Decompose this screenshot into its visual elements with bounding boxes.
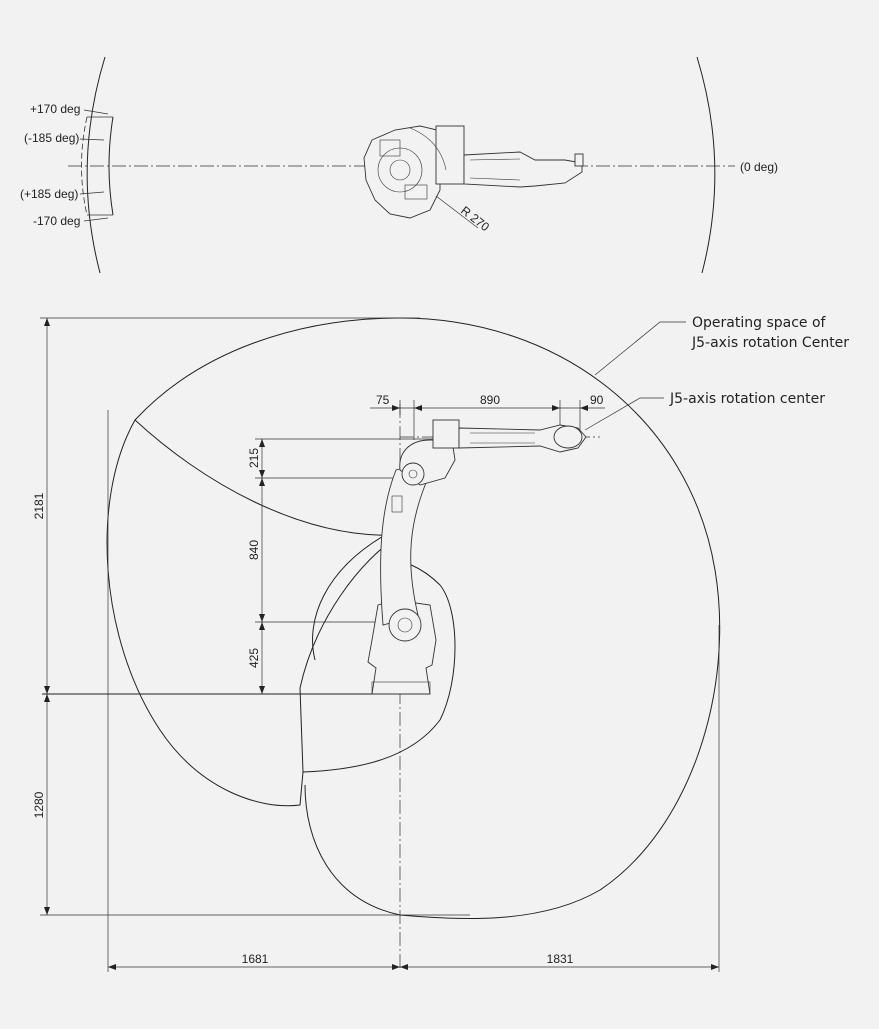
base-top <box>363 125 441 219</box>
angle-label-pos170: +170 deg <box>30 102 80 116</box>
angle-leader-2 <box>79 138 105 141</box>
lower-arm-detail <box>391 495 403 513</box>
dim-label-1831: 1831 <box>547 952 574 966</box>
reach-arc-right <box>696 56 716 274</box>
angle-leader-3 <box>79 191 105 195</box>
angle-label-neg185: (-185 deg) <box>24 131 79 145</box>
operating-space-label-1: Operating space of <box>692 315 827 331</box>
robot-top-view <box>363 125 584 219</box>
arm-top-detail-1 <box>469 158 521 161</box>
operating-envelope <box>106 317 721 920</box>
j3-joint <box>401 462 425 486</box>
side-view: Operating space of J5-axis rotation Cent… <box>32 315 849 972</box>
operating-space-label-2: J5-axis rotation Center <box>691 335 849 351</box>
radius-arc <box>409 127 447 171</box>
base-top-motor-2 <box>404 184 428 200</box>
base-top-hub-inner <box>389 159 411 181</box>
forearm <box>458 424 587 453</box>
j3-joint-inner <box>408 469 418 479</box>
dim-label-75: 75 <box>376 393 390 407</box>
operating-space-leader <box>594 321 686 376</box>
dim-label-90: 90 <box>590 393 604 407</box>
j5-center-leader <box>584 397 664 431</box>
dim-label-215: 215 <box>247 448 261 468</box>
j4-motor <box>432 419 460 449</box>
lower-arm <box>380 463 429 626</box>
angle-label-neg170: -170 deg <box>33 214 80 228</box>
top-view: +170 deg (-185 deg) (+185 deg) -170 deg … <box>20 56 778 274</box>
wrist-top <box>574 153 584 167</box>
operating-envelope-inner <box>134 317 401 421</box>
dim-label-2181: 2181 <box>32 492 46 519</box>
base-plate <box>371 681 431 695</box>
arrowheads <box>44 318 719 970</box>
j2-joint-inner <box>397 617 413 633</box>
angle-leader-4 <box>83 217 109 222</box>
dim-label-1280: 1280 <box>32 791 46 818</box>
radius-label: R 270 <box>458 203 492 234</box>
j2-joint <box>388 608 422 642</box>
angle-label-zero: (0 deg) <box>740 160 778 174</box>
angle-label-pos185: (+185 deg) <box>20 187 78 201</box>
j5-center-label: J5-axis rotation center <box>669 391 825 407</box>
robot-side-view <box>367 419 587 695</box>
dim-label-890: 890 <box>480 393 500 407</box>
base-top-motor <box>379 139 401 157</box>
wrist <box>553 425 583 449</box>
dim-label-840: 840 <box>247 540 261 560</box>
radius-leader <box>435 195 479 229</box>
angle-arc-dashed <box>81 116 88 216</box>
angle-leader-1 <box>83 109 109 115</box>
angle-arc-solid <box>108 116 114 216</box>
inner-reach-arc <box>312 534 386 661</box>
dim-label-1681: 1681 <box>242 952 269 966</box>
shoulder-top <box>435 125 465 185</box>
arm-top-detail-2 <box>469 177 521 181</box>
reach-arc-left <box>86 56 106 274</box>
dim-label-425: 425 <box>247 648 261 668</box>
arm-top <box>463 151 583 188</box>
